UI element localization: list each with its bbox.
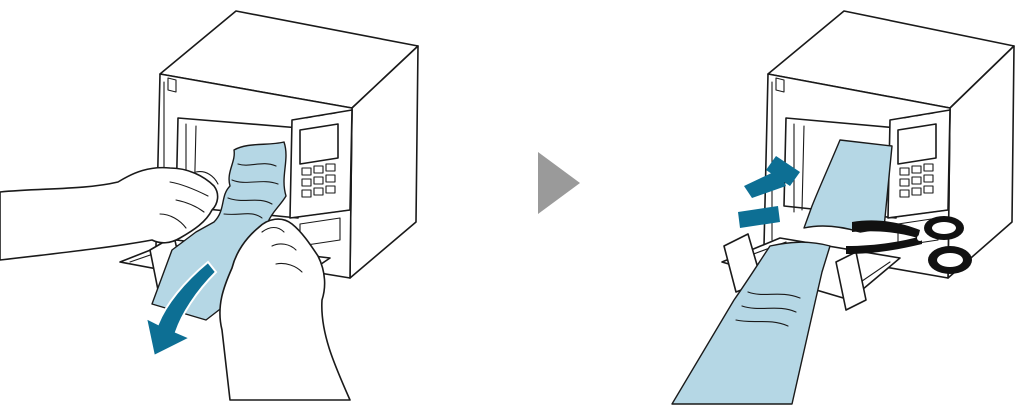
printer-icon [764, 11, 1014, 278]
panel-right [672, 11, 1014, 404]
next-step-arrow-icon [538, 152, 580, 214]
panel-left [0, 11, 418, 400]
